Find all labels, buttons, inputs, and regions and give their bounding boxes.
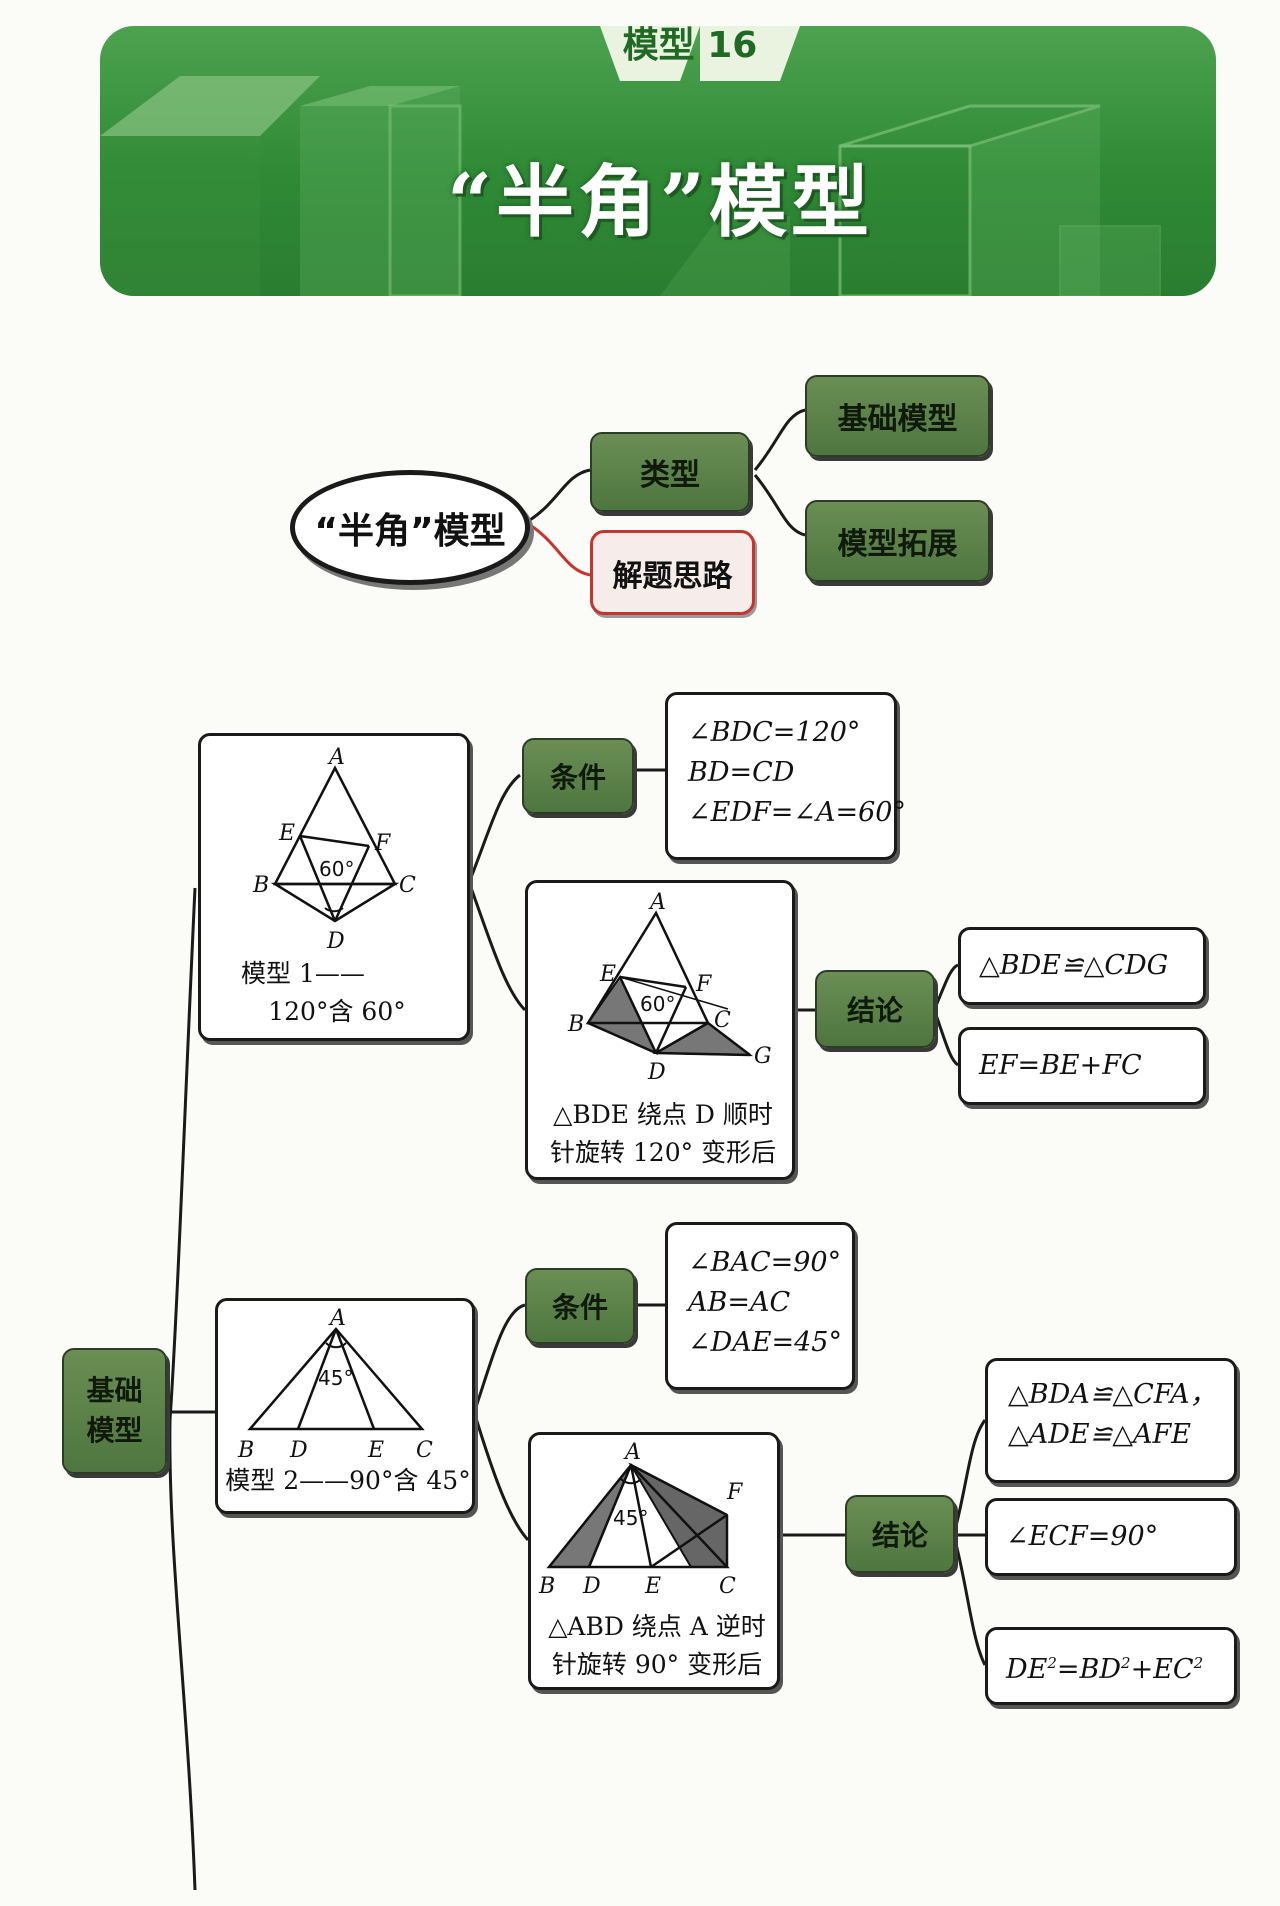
model1-condition-3: ∠EDF=∠A=60° [688, 797, 906, 828]
model2-figure-card[interactable]: A B D E C 45° 模型 2——90°含 45° [215, 1298, 475, 1514]
model2-conditions-card: ∠BAC=90° AB=AC ∠DAE=45° [665, 1222, 855, 1390]
model1-conclusion-card-1: △BDE≌△CDG [958, 927, 1206, 1005]
model1-condition-1: ∠BDC=120° [688, 717, 861, 748]
model1-point-E: E [278, 821, 295, 846]
header-banner [100, 26, 1216, 296]
model2-point-D: D [289, 1438, 308, 1463]
pythag-exp-1: 2 [1047, 1653, 1057, 1672]
model2-conclusion-3: ∠ECF=90° [1006, 1521, 1159, 1552]
model1t-point-A: A [648, 890, 666, 915]
model1-point-C: C [399, 873, 416, 898]
model1-transform-caption-2: 针旋转 120° 变形后 [549, 1138, 777, 1167]
model2t-point-F: F [726, 1480, 743, 1505]
model1-figure-card[interactable]: A E F B C D 60° 模型 1—— 120°含 60° [198, 733, 470, 1041]
model2-conclusion-pythagoras: DE2=BD2+EC2 [1006, 1653, 1204, 1685]
model2t-point-A: A [623, 1440, 641, 1465]
node-solving-approach[interactable]: 解题思路 [590, 530, 755, 615]
model1-transform-diagram: A E F B C D G 60° [567, 890, 772, 1085]
model2t-point-E: E [644, 1574, 661, 1599]
model1-condition-2: BD=CD [688, 757, 795, 788]
model1-caption-2: 120°含 60° [268, 997, 406, 1026]
model2-caption: 模型 2——90°含 45° [225, 1466, 471, 1495]
pythag-exp-3: 2 [1193, 1653, 1204, 1672]
model2-condition-1: ∠BAC=90° [688, 1247, 842, 1278]
model1t-point-D: D [647, 1060, 666, 1085]
banner-decoration [100, 26, 1161, 296]
model2-transform-caption-2: 针旋转 90° 变形后 [551, 1650, 763, 1679]
model2-condition-node[interactable]: 条件 [525, 1268, 635, 1344]
model2t-angle-label: 45° [613, 1506, 648, 1530]
model2t-point-D: D [582, 1574, 601, 1599]
model2-point-C: C [416, 1438, 433, 1463]
model2t-point-B: B [538, 1574, 555, 1599]
model1-point-A: A [327, 745, 345, 770]
pythag-exp-2: 2 [1121, 1653, 1131, 1672]
model1-conclusion-1: △BDE≌△CDG [979, 950, 1169, 981]
model2-conclusion-card-3: ∠ECF=90° [985, 1498, 1237, 1576]
pythag-ec: EC [1153, 1653, 1194, 1685]
model1-transform-card[interactable]: A E F B C D G 60° △BDE 绕点 D 顺时 针旋转 120° … [525, 880, 795, 1180]
model2-conclusion-2: △ADE≌△AFE [1008, 1419, 1191, 1450]
node-basic-models[interactable]: 基础 模型 [62, 1348, 167, 1474]
model2-conclusion-1: △BDA≌△CFA， [1008, 1379, 1217, 1410]
model2-condition-2: AB=AC [688, 1287, 791, 1318]
model1-point-D: D [326, 929, 345, 954]
model-number-tag: 模型 16 [622, 25, 758, 66]
model1t-point-F: F [695, 972, 712, 997]
model2-conclusion-node[interactable]: 结论 [845, 1495, 955, 1573]
node-model-extension[interactable]: 模型拓展 [805, 500, 990, 582]
basic-models-label-1: 基础 [86, 1374, 143, 1407]
model1t-point-E: E [599, 962, 616, 987]
model1t-angle-label: 60° [640, 992, 675, 1016]
model2-conclusion-card-4: DE2=BD2+EC2 [985, 1627, 1237, 1705]
model1-conditions-card: ∠BDC=120° BD=CD ∠EDF=∠A=60° [665, 692, 906, 860]
model2-diagram: A B D E C 45° [237, 1306, 433, 1463]
node-basic-model[interactable]: 基础模型 [805, 375, 990, 457]
model1-transform-caption-1: △BDE 绕点 D 顺时 [553, 1100, 773, 1129]
model1-point-F: F [374, 831, 391, 856]
page-title: “半角”模型 [447, 157, 873, 248]
model2-point-A: A [328, 1306, 346, 1331]
model1-diagram: A E F B C D 60° [252, 745, 416, 954]
model2-condition-3: ∠DAE=45° [688, 1327, 842, 1358]
model2-transform-diagram: A F B D E C 45° [538, 1440, 743, 1599]
pythag-bd: BD [1079, 1653, 1122, 1685]
model2-point-E: E [367, 1438, 384, 1463]
basic-models-label-2: 模型 [86, 1414, 143, 1447]
model2-angle-label: 45° [318, 1366, 353, 1390]
model2t-point-C: C [719, 1574, 736, 1599]
pythag-de: DE [1006, 1653, 1048, 1685]
model1-conclusion-2: EF=BE+FC [979, 1050, 1142, 1081]
model1-caption-1: 模型 1—— [241, 959, 365, 988]
node-type[interactable]: 类型 [590, 432, 750, 512]
model2-transform-caption-1: △ABD 绕点 A 逆时 [548, 1612, 766, 1641]
model1t-point-B: B [567, 1012, 584, 1037]
root-node-half-angle-model[interactable]: “半角”模型 [290, 470, 530, 585]
model1-point-B: B [252, 873, 269, 898]
model1-angle-label: 60° [319, 857, 354, 881]
model1-conclusion-card-2: EF=BE+FC [958, 1027, 1206, 1105]
model2-transform-card[interactable]: A F B D E C 45° △ABD 绕点 A 逆时 针旋转 90° 变形后 [528, 1432, 780, 1690]
model1t-point-G: G [754, 1044, 772, 1069]
model2-conclusion-card-1: △BDA≌△CFA， △ADE≌△AFE [985, 1358, 1237, 1483]
model1-condition-node[interactable]: 条件 [522, 738, 634, 814]
model2-point-B: B [237, 1438, 254, 1463]
model1t-point-C: C [714, 1008, 731, 1033]
model1-conclusion-node[interactable]: 结论 [815, 970, 935, 1048]
